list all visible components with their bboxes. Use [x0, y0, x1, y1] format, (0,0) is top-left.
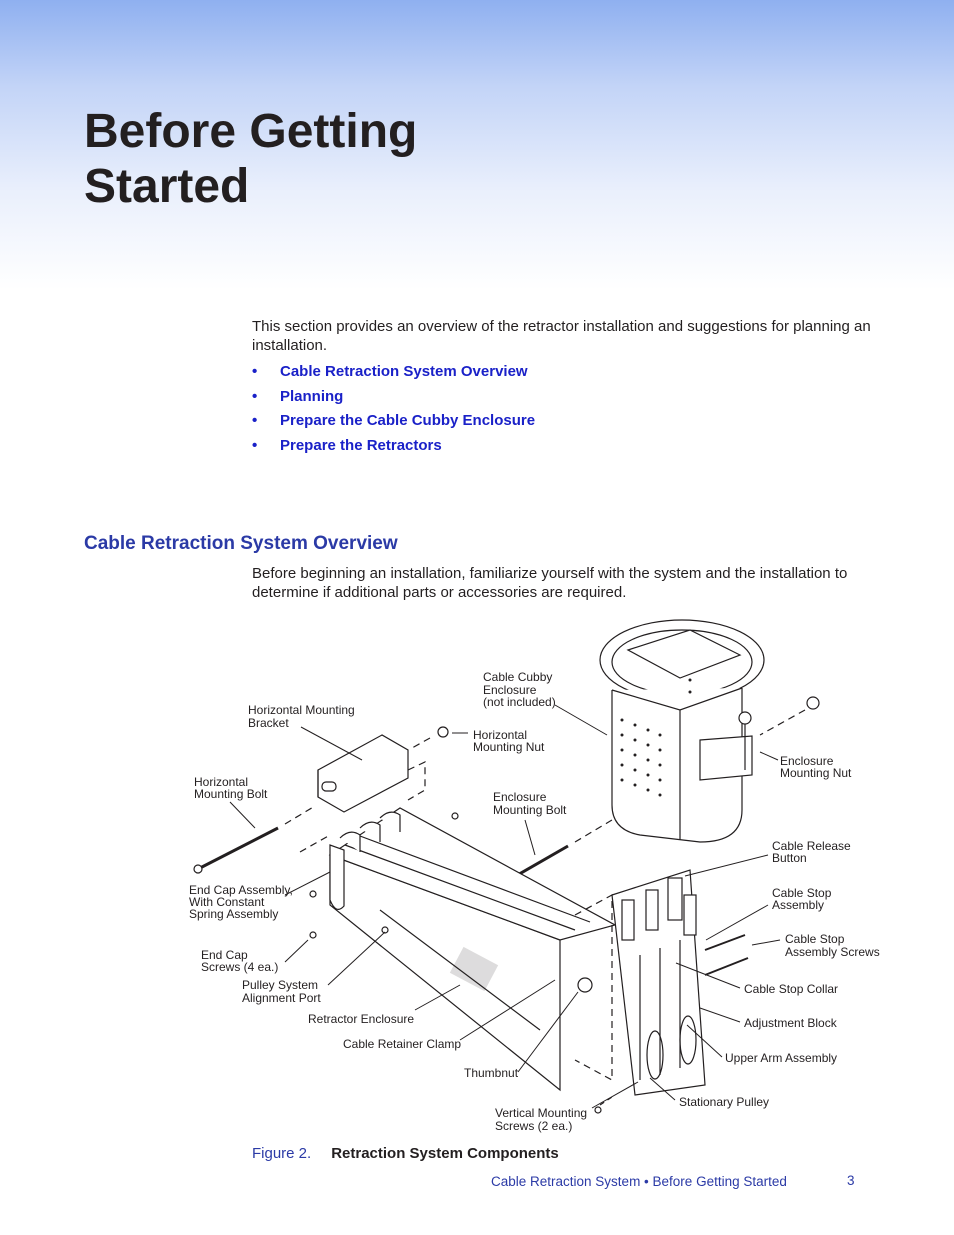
vertical-guide: [574, 893, 613, 1082]
end-cap: [329, 844, 345, 910]
stop-screw-2: [704, 957, 749, 976]
link-cable-retraction-overview[interactable]: Cable Retraction System Overview: [280, 363, 528, 380]
horizontal-bolt: [199, 826, 279, 870]
cubby-mount-bracket: [699, 735, 753, 781]
callout-retractor-enclosure: Retractor Enclosure: [308, 1012, 414, 1026]
housing-label: [449, 946, 499, 992]
cable-stop-2: [645, 889, 659, 931]
intro-paragraph: This section provides an overview of the…: [252, 318, 871, 354]
header-gradient-band: [0, 0, 954, 290]
callout-enclosure-nut: Enclosure Mounting Nut: [780, 754, 852, 780]
end-cap-screw-1: [309, 890, 317, 898]
enclosure-bolt-guide: [574, 819, 613, 843]
vertical-screw-guide: [599, 1094, 616, 1106]
housing-edge-2: [359, 835, 591, 923]
callout-enclosure-bolt: Enclosure Mounting Bolt: [493, 790, 567, 817]
cubby-bolt-head: [738, 711, 752, 725]
callout-horizontal-bracket: Horizontal Mounting Bracket: [248, 703, 358, 730]
callout-horizontal-nut: Horizontal Mounting Nut: [473, 728, 545, 754]
cubby-body: [611, 688, 743, 843]
enclosure-nut-guide: [759, 709, 806, 736]
spring-coil-2: [359, 821, 381, 842]
chapter-title-line-1: Before Getting: [84, 105, 418, 158]
callout-horizontal-bolt: Horizontal Mounting Bolt: [194, 775, 268, 801]
pulley-1: [646, 1030, 664, 1080]
pulley-2: [679, 1015, 697, 1065]
thumbnut-shape: [577, 977, 593, 993]
end-cap-guide: [299, 834, 331, 853]
chapter-title: Before Getting Started: [84, 104, 684, 214]
horizontal-bolt-head: [193, 864, 203, 874]
callout-end-cap: End Cap Assembly, With Constant Spring A…: [189, 883, 296, 921]
end-cap-screw-2: [309, 931, 317, 939]
callout-upper-arm: Upper Arm Assembly: [725, 1051, 837, 1065]
figure-number: Figure 2.: [252, 1145, 312, 1162]
link-prepare-cubby-enclosure[interactable]: Prepare the Cable Cubby Enclosure: [280, 412, 536, 429]
list-item[interactable]: •Prepare the Retractors: [252, 436, 535, 461]
leader-lines: [229, 704, 781, 1109]
bracket-guide: [407, 761, 426, 801]
horizontal-nut: [437, 726, 449, 738]
horizontal-bolt-guide: [284, 805, 316, 825]
callout-release-button: Cable Release Button: [772, 839, 854, 865]
callout-stop-collar: Cable Stop Collar: [744, 982, 838, 996]
section-link-list: •Cable Retraction System Overview •Plann…: [252, 362, 535, 460]
callout-pulley-port: Pulley System Alignment Port: [242, 978, 321, 1005]
cable-stop-3: [667, 877, 683, 921]
cubby-vent-holes: [620, 678, 692, 797]
callout-retainer-clamp: Cable Retainer Clamp: [343, 1037, 461, 1051]
callout-stop-screws: Cable Stop Assembly Screws: [785, 932, 880, 959]
retraction-system-figure: Cable Cubby Enclosure (not included) Hor…: [180, 615, 900, 1140]
list-item[interactable]: •Planning: [252, 387, 535, 412]
figure-title: Retraction System Components: [331, 1145, 559, 1162]
link-prepare-retractors[interactable]: Prepare the Retractors: [280, 436, 442, 454]
callout-stationary-pulley: Stationary Pulley: [679, 1095, 769, 1109]
vertical-screw: [594, 1106, 602, 1114]
section-heading: Cable Retraction System Overview: [84, 533, 398, 554]
housing-panel: [379, 909, 541, 1031]
page-footer-title: Cable Retraction System • Before Getting…: [491, 1174, 787, 1189]
horizontal-nut-guide: [411, 737, 431, 749]
callout-cable-stop: Cable Stop Assembly: [772, 886, 835, 912]
chapter-title-line-2: Started: [84, 160, 250, 213]
link-planning[interactable]: Planning: [280, 387, 344, 405]
enclosure-nut: [806, 696, 820, 710]
callout-vertical-screws: Vertical Mounting Screws (2 ea.): [495, 1106, 590, 1133]
callout-adjustment-block: Adjustment Block: [744, 1016, 838, 1030]
spring-coil-1: [339, 831, 361, 852]
alignment-port: [381, 926, 389, 934]
cable-stop-1: [621, 899, 635, 941]
list-item[interactable]: •Cable Retraction System Overview: [252, 362, 535, 387]
stop-screw-1: [704, 934, 746, 951]
bracket-slot: [321, 781, 337, 792]
section-body: Before beginning an installation, famili…: [252, 565, 848, 601]
screw-top-1: [451, 812, 459, 820]
cable-stop-4: [683, 894, 697, 936]
list-item[interactable]: •Prepare the Cable Cubby Enclosure: [252, 411, 535, 436]
callout-cubby: Cable Cubby Enclosure (not included): [483, 670, 556, 709]
horizontal-bracket: [317, 734, 409, 813]
components-diagram: Cable Cubby Enclosure (not included) Hor…: [189, 619, 880, 1133]
housing-edge-1: [344, 844, 576, 931]
page-number: 3: [847, 1173, 855, 1188]
callout-thumbnut: Thumbnut: [464, 1066, 519, 1080]
spring-coil-3: [379, 811, 401, 832]
cubby-opening: [626, 629, 742, 679]
figure-caption: Figure 2. Retraction System Components: [252, 1145, 559, 1162]
callout-end-cap-screws: End Cap Screws (4 ea.): [201, 948, 278, 974]
